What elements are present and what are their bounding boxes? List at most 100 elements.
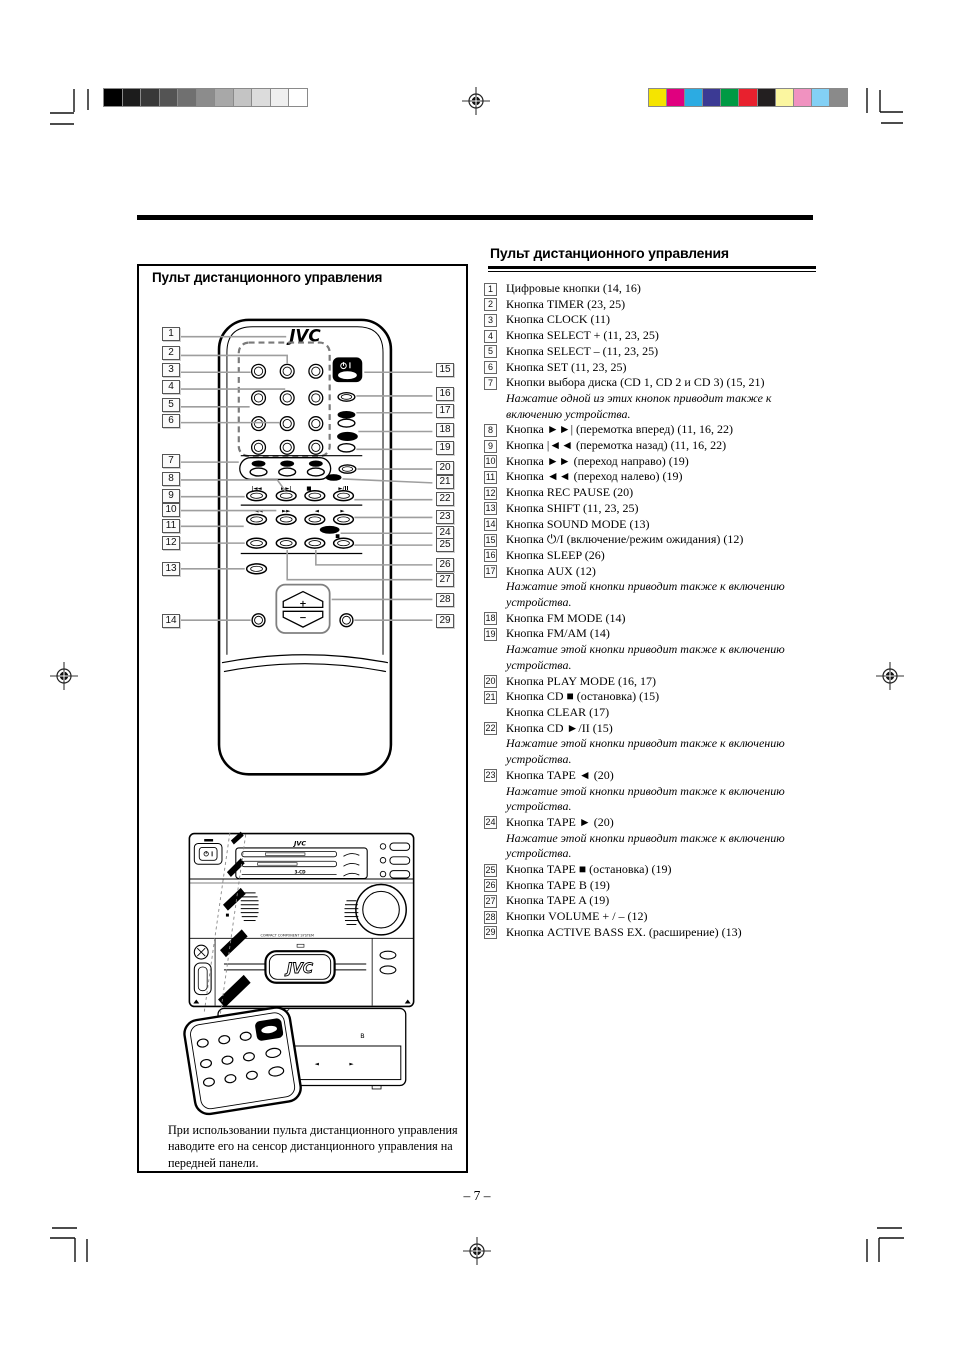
swatch (289, 89, 308, 106)
item-note-line: Нажатие этой кнопки приводит также к вкл… (506, 830, 785, 845)
swatch (829, 89, 848, 106)
item-label-line: Кнопка SHIFT (11, 23, 25) (506, 500, 639, 515)
volume-minus-label: − (299, 614, 306, 624)
swatch (649, 89, 667, 106)
item-note-line: Нажатие этой кнопки приводит также к вкл… (506, 579, 785, 594)
power-button (332, 357, 363, 383)
item-label-line: Кнопка TIMER (23, 25) (506, 296, 626, 311)
item-label-line: Кнопка TAPE ◄ (20) (506, 767, 614, 782)
item-number: 11 (484, 470, 497, 484)
color-bar (648, 88, 848, 107)
callout-10: 10 (162, 503, 180, 517)
svg-text:►►|: ►►| (281, 486, 291, 492)
cd-select-buttons (239, 457, 342, 481)
callout-20: 20 (436, 461, 454, 475)
jog-ridges (240, 892, 359, 925)
item-note-line: устройства. (506, 846, 572, 861)
callout-21: 21 (436, 475, 454, 489)
callout-4: 4 (162, 380, 180, 394)
swatch (104, 89, 122, 106)
item-label-line: Кнопки VOLUME + / – (12) (506, 909, 648, 924)
swatch (703, 89, 721, 106)
system-brand-logo: JVC (292, 839, 306, 847)
item-label-line: Кнопка ACTIVE BASS EX. (расширение) (13) (506, 924, 742, 939)
swatch (122, 89, 141, 106)
volume-knob (355, 883, 407, 936)
item-note-line: устройства. (506, 595, 572, 610)
svg-text:■: ■ (306, 486, 311, 492)
item-note-line: Нажатие одной из этих кнопок приводит та… (506, 390, 772, 405)
svg-text:◄: ◄ (315, 509, 320, 515)
item-number: 24 (484, 816, 497, 830)
item-label-line: Цифровые кнопки (14, 16) (506, 281, 641, 295)
item-number: 16 (484, 549, 497, 563)
item-text: Кнопка TAPE ► (20)Нажатие этой кнопки пр… (506, 815, 818, 862)
volume-buttons: + − (275, 583, 331, 634)
item-number: 21 (484, 690, 497, 704)
registration-mark (50, 662, 78, 690)
registration-mark (462, 87, 490, 115)
list-item: 29 Кнопка ACTIVE BASS EX. (расширение) (1… (484, 925, 818, 941)
item-note-line: устройства. (506, 752, 572, 767)
left-panel-title: Пульт дистанционного управления (152, 270, 383, 285)
item-text: Кнопка SLEEP (26) (506, 548, 818, 564)
item-number: 29 (484, 926, 497, 940)
swatch (215, 89, 233, 106)
list-item: 21 Кнопка CD ■ (остановка) (15)Кнопка CLE… (484, 689, 818, 720)
item-number: 27 (484, 894, 497, 908)
system-caption: COMPACT COMPONENT SYSTEM (260, 933, 313, 937)
item-number: 1 (484, 282, 497, 296)
swatch (775, 89, 793, 106)
item-text: Кнопка FM/AM (14)Нажатие этой кнопки при… (506, 626, 818, 673)
badge-logo: JVC (284, 961, 314, 977)
swatch (667, 89, 685, 106)
item-label-line: Кнопка TAPE A (19) (506, 893, 610, 908)
item-label-line: Кнопка SLEEP (26) (506, 547, 605, 562)
item-note-line: устройства. (506, 657, 572, 672)
item-note-line: Нажатие этой кнопки приводит также к вкл… (506, 783, 785, 798)
callout-17: 17 (436, 404, 454, 418)
callout-12: 12 (162, 536, 180, 550)
deck-b-label: B (360, 1032, 364, 1040)
note-text: При использовании пульта дистанционного … (168, 1123, 458, 1170)
stereo-illustration: JVC 3-CD (188, 832, 415, 1008)
item-text: Кнопка TAPE A (19) (506, 893, 818, 909)
tuner-tape-buttons: ◄◄ ►► ◄ ► ■ (245, 509, 355, 540)
item-text: Кнопки VOLUME + / – (12) (506, 909, 818, 925)
callout-5: 5 (162, 398, 180, 412)
page-title: Пульт дистанционного управления (490, 245, 729, 261)
svg-text:■: ■ (335, 534, 340, 540)
system-power-button (193, 839, 223, 865)
phones-jack (193, 944, 212, 996)
item-text: Кнопка ►► (переход направо) (19) (506, 454, 818, 470)
swatch (141, 89, 159, 106)
item-label-line: Кнопка ⏻/I (включение/режим ожидания) (1… (506, 532, 744, 547)
item-label-line: Кнопка REC PAUSE (20) (506, 485, 634, 500)
svg-text:►/II: ►/II (338, 486, 348, 492)
item-text: Кнопка ACTIVE BASS EX. (расширение) (13) (506, 925, 818, 941)
sound-mode-button (251, 613, 266, 628)
cd-transport-buttons: |◄◄ ►►| ■ ►/II (245, 486, 355, 502)
tape-dir-right: ► (349, 1062, 354, 1068)
callout-19: 19 (436, 441, 454, 455)
item-number: 25 (484, 863, 497, 877)
item-text: Кнопка ⏻/I (включение/режим ожидания) (1… (506, 532, 818, 548)
item-text: Цифровые кнопки (14, 16) (506, 281, 818, 297)
item-text: Кнопка ►►| (перемотка вперед) (11, 16, 2… (506, 422, 818, 438)
callout-13: 13 (162, 562, 180, 576)
item-number: 22 (484, 722, 497, 736)
item-text: Кнопка CD ■ (остановка) (15)Кнопка CLEAR… (506, 689, 818, 720)
item-label-line: Кнопка PLAY MODE (16, 17) (506, 673, 656, 688)
